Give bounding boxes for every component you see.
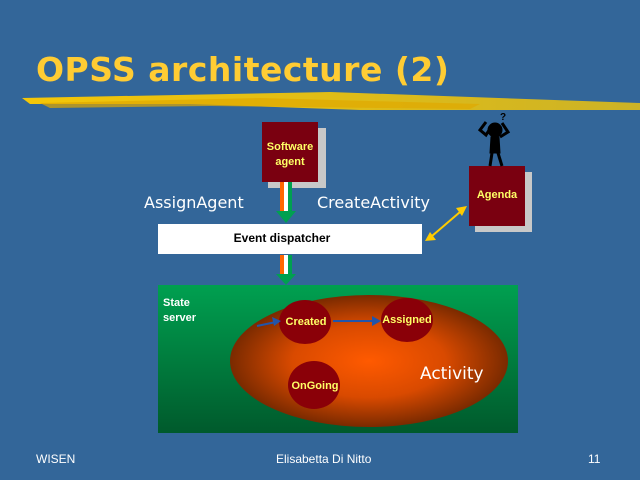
event-dispatcher-label: Event dispatcher: [233, 231, 331, 245]
entry-arrow: [256, 317, 281, 327]
question-mark: ?: [500, 112, 507, 123]
agent-to-dispatcher-arrow: [276, 182, 296, 223]
software-agent-box: [262, 122, 318, 182]
event-dispatcher-box: [158, 224, 422, 254]
software-agent-label: Software agent: [266, 141, 314, 168]
footer-author: Elisabetta Di Nitto: [276, 452, 372, 466]
thinking-person-icon: [477, 121, 511, 167]
dispatcher-to-server-arrow: [276, 255, 296, 285]
activity-label: Activity: [420, 364, 484, 384]
agenda-box: [469, 166, 525, 226]
agenda-label: Agenda: [476, 189, 518, 201]
created-to-assigned-arrow: [333, 316, 381, 326]
state-assigned-label: Assigned: [382, 314, 432, 326]
agenda-dispatcher-arrow: [425, 206, 467, 241]
footer-left: WISEN: [36, 452, 76, 466]
slide-title: OPSS architecture (2): [36, 50, 450, 89]
state-ongoing-label: OnGoing: [291, 380, 339, 392]
assign-agent-label: AssignAgent: [144, 193, 244, 212]
state-created-label: Created: [285, 316, 327, 328]
create-activity-label: CreateActivity: [317, 193, 430, 212]
title-underline: [22, 92, 640, 110]
state-server-label: State server: [163, 297, 197, 324]
page-number: 11: [588, 452, 601, 466]
state-ongoing-circle: [288, 361, 340, 409]
state-created-circle: [279, 300, 331, 344]
activity-ellipse: [230, 295, 508, 427]
state-assigned-circle: [381, 298, 433, 342]
